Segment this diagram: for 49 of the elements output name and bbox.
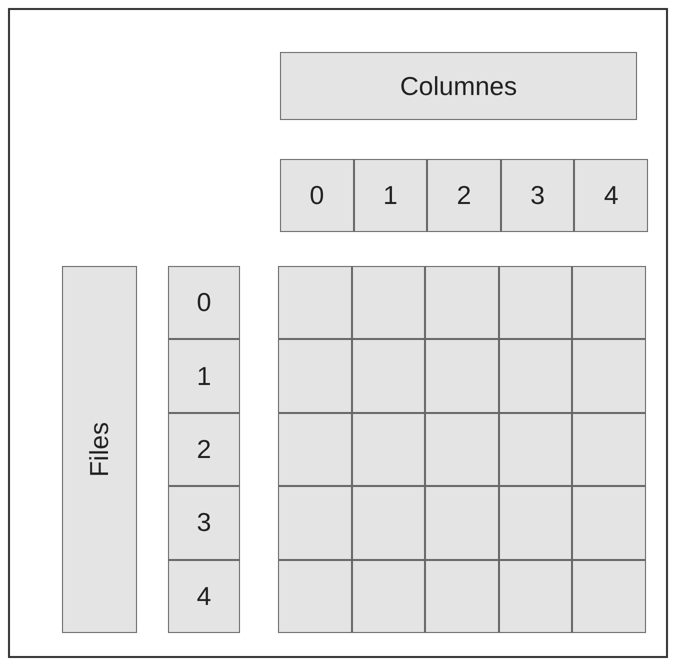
grid-cell: [352, 339, 426, 413]
row-index-cell: [168, 486, 240, 560]
row-index-cell: [168, 339, 240, 413]
header-text: Columnes: [400, 70, 518, 102]
column-header-box: [280, 52, 637, 120]
grid-cell: [498, 560, 572, 633]
grid-cell: [572, 412, 646, 486]
grid-cell: [425, 412, 499, 486]
index-number: 1: [383, 180, 398, 211]
column-index-cell: [280, 159, 354, 232]
column-index-cell: [574, 159, 648, 232]
grid-cell: [278, 412, 352, 486]
grid-cell: [425, 560, 499, 633]
grid-cell: [425, 486, 499, 560]
grid-cell: [352, 560, 426, 633]
grid-cell: [572, 266, 646, 340]
index-number: 3: [196, 507, 212, 538]
grid-cell: [572, 339, 646, 413]
grid-cell: [425, 339, 499, 413]
grid-cell: [572, 486, 646, 560]
grid-cell: [278, 339, 352, 413]
grid-cell: [278, 486, 352, 560]
index-number: 1: [196, 360, 212, 392]
row-index-cell: [168, 266, 240, 340]
index-number: 3: [530, 180, 545, 211]
grid-cell: [425, 266, 499, 340]
index-number: 2: [196, 434, 212, 465]
grid-cell: [498, 266, 572, 340]
index-number: 0: [310, 180, 324, 211]
grid-cell: [352, 486, 426, 560]
header-text: Files: [84, 422, 115, 477]
grid-cell: [352, 266, 426, 340]
index-number: 2: [456, 180, 472, 211]
grid-cell: [572, 560, 646, 633]
row-index-cell: [168, 560, 240, 633]
grid-cell: [278, 560, 352, 633]
grid-cell: [498, 339, 572, 413]
grid-cell: [498, 486, 572, 560]
row-header-box: [62, 266, 137, 633]
grid-cell: [352, 412, 426, 486]
grid-cell: [278, 266, 352, 340]
index-number: 4: [604, 180, 618, 211]
row-index-cell: [168, 412, 240, 486]
column-index-cell: [427, 159, 501, 232]
grid-cell: [498, 412, 572, 486]
index-number: 0: [196, 287, 212, 318]
column-index-cell: [500, 159, 574, 232]
index-number: 4: [196, 580, 212, 612]
column-index-cell: [354, 159, 428, 232]
